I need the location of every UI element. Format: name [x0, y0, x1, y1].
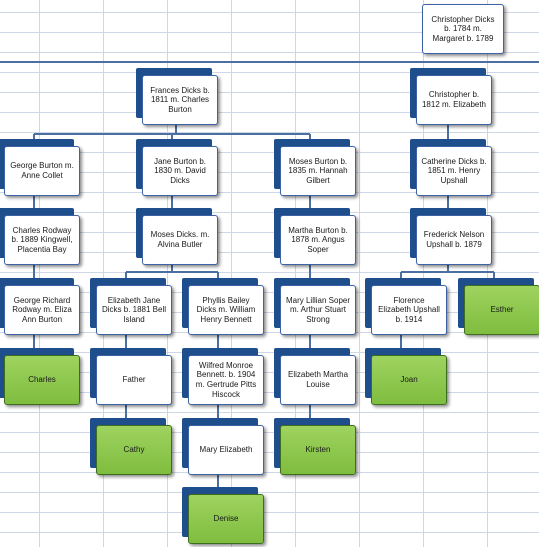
node-phyllis-bailey-dicks[interactable]: Phyllis Bailey Dicks m. William Henry Be… — [182, 278, 264, 335]
node-charles-rodway[interactable]: Charles Rodway b. 1889 Kingwell, Placent… — [0, 208, 80, 265]
node-christopher-dicks-sr[interactable]: Christopher Dicks b. 1784 m. Margaret b.… — [422, 4, 504, 54]
node-frances-dicks[interactable]: Frances Dicks b. 1811 m. Charles Burton — [136, 68, 218, 125]
node-martha-burton[interactable]: Martha Burton b. 1878 m. Angus Soper — [274, 208, 356, 265]
node-moses-dicks[interactable]: Moses Dicks. m. Alvina Butler — [136, 208, 218, 265]
node-cathy[interactable]: Cathy — [90, 418, 172, 475]
node-george-burton[interactable]: George Burton m. Anne Collet — [0, 139, 80, 196]
node-mary-lillian-soper[interactable]: Mary Lillian Soper m. Arthur Stuart Stro… — [274, 278, 356, 335]
node-jane-burton[interactable]: Jane Burton b. 1830 m. David Dicks — [136, 139, 218, 196]
node-florence-upshall[interactable]: Florence Elizabeth Upshall b. 1914 — [365, 278, 447, 335]
node-elizabeth-martha-louise[interactable]: Elizabeth Martha Louise — [274, 348, 356, 405]
node-charles[interactable]: Charles — [0, 348, 80, 405]
node-george-richard-rodway[interactable]: George Richard Rodway m. Eliza Ann Burto… — [0, 278, 80, 335]
node-esther[interactable]: Esther — [458, 278, 539, 335]
node-kirsten[interactable]: Kirsten — [274, 418, 356, 475]
generation-divider-line — [0, 61, 539, 63]
node-elizabeth-jane-dicks[interactable]: Elizabeth Jane Dicks b. 1881 Bell Island — [90, 278, 172, 335]
node-father[interactable]: Father — [90, 348, 172, 405]
node-denise[interactable]: Denise — [182, 487, 264, 544]
node-christopher-jr[interactable]: Christopher b. 1812 m. Elizabeth — [410, 68, 492, 125]
node-catherine-dicks[interactable]: Catherine Dicks b. 1851 m. Henry Upshall — [410, 139, 492, 196]
node-mary-elizabeth[interactable]: Mary Elizabeth — [182, 418, 264, 475]
node-wilfred-bennett[interactable]: Wilfred Monroe Bennett. b. 1904 m. Gertr… — [182, 348, 264, 405]
node-moses-burton[interactable]: Moses Burton b. 1835 m. Hannah Gilbert — [274, 139, 356, 196]
node-joan[interactable]: Joan — [365, 348, 447, 405]
node-frederick-upshall[interactable]: Frederick Nelson Upshall b. 1879 — [410, 208, 492, 265]
